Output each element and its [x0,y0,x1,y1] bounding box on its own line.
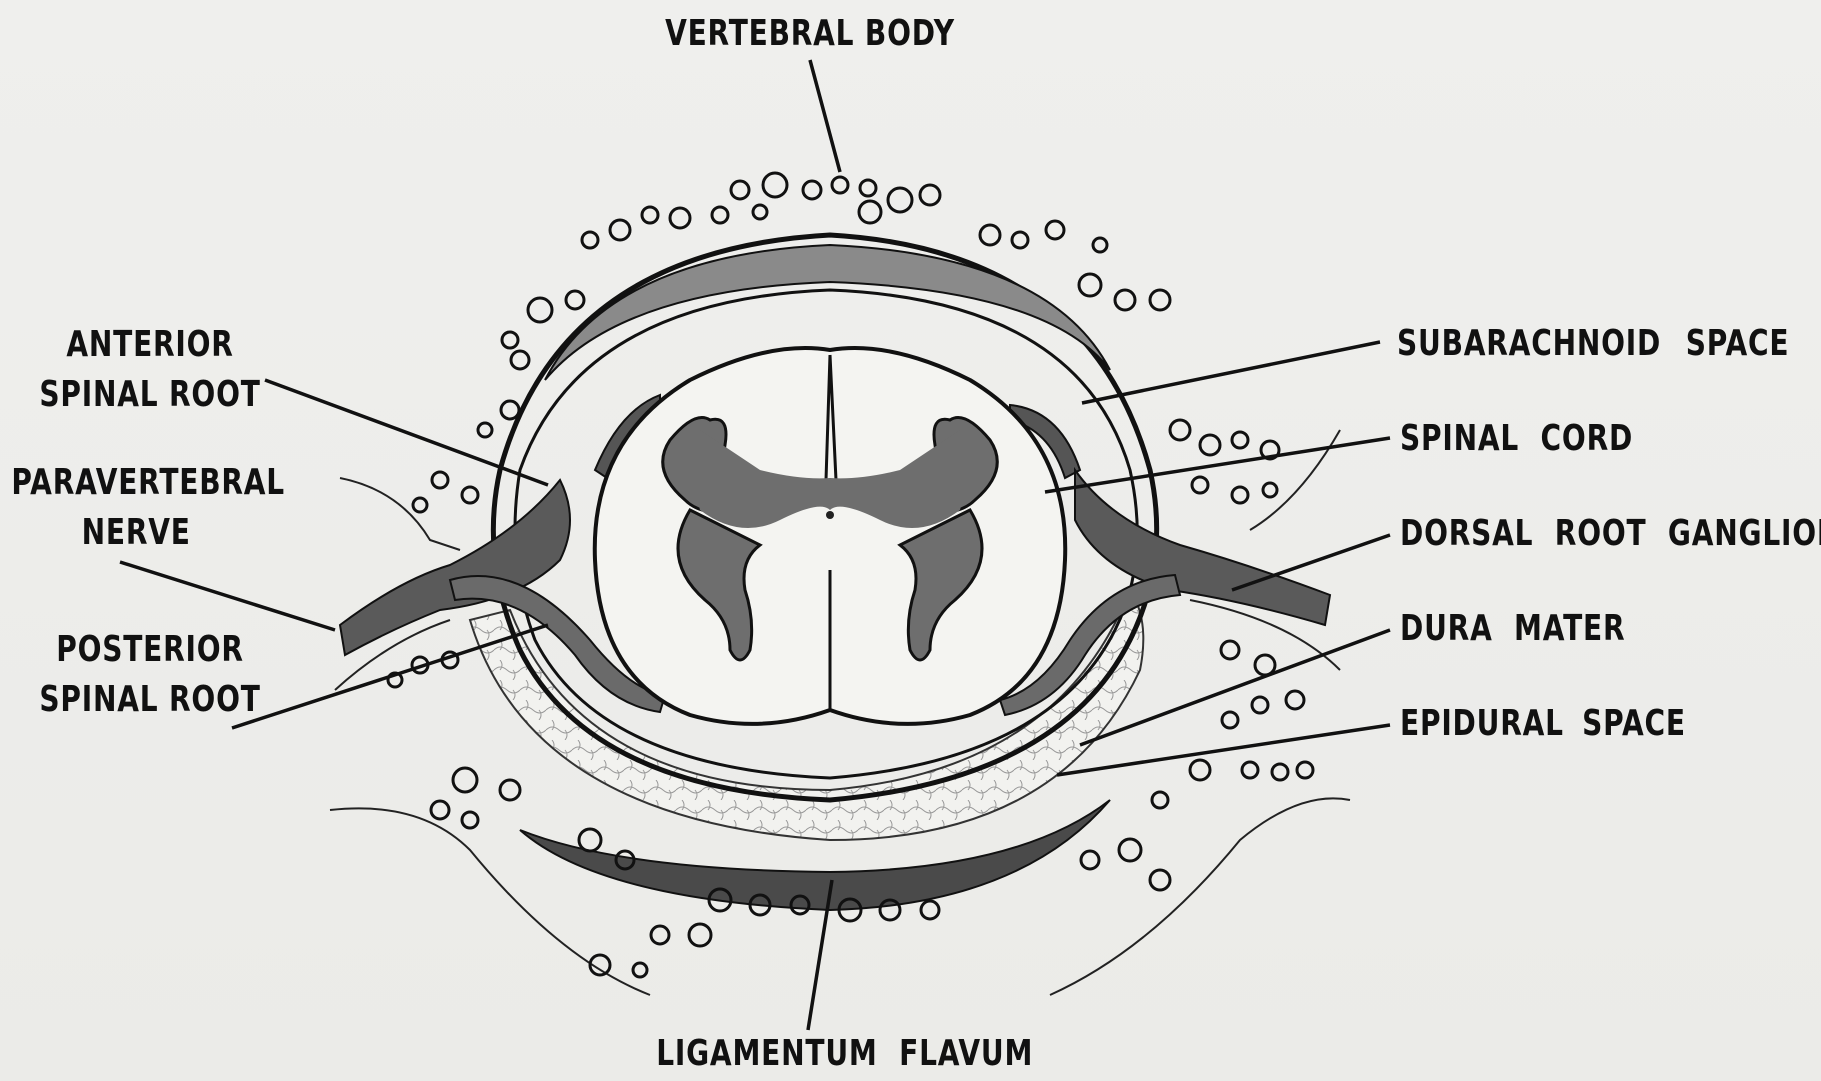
label-subarachnoid-space: SUBARACHNOID SPACE [1397,323,1790,364]
label-spinal-cord: SPINAL CORD [1400,418,1634,459]
left-posterior-root [448,575,667,714]
left-nerve-trunk [338,478,571,657]
label-paravertebral-line1: PARAVERTEBRAL [11,462,285,503]
bone-contour-lower-right-joint [1189,599,1341,671]
bone-contour-lower-left [329,807,651,996]
label-anterior-line2: SPINAL ROOT [39,374,261,415]
label-paravertebral-line2: NERVE [81,512,191,553]
label-dorsal-root-ganglion: DORSAL ROOT GANGLION [1400,513,1821,554]
leader-posterior-spinal-root [231,623,549,730]
right-posterior-root [998,573,1182,717]
leader-subarachnoid-space [1081,340,1381,405]
label-posterior-line2: SPINAL ROOT [39,679,261,720]
vertebral-bone-particles [386,171,1315,979]
label-paravertebral-nerve: PARAVERTEBRAL NERVE [11,458,285,558]
leader-dura-mater [1079,628,1391,747]
leader-epidural-space [1056,723,1391,777]
leader-vertebral-body [808,59,842,173]
leader-anterior-spinal-root [264,378,549,487]
label-epidural-space: EPIDURAL SPACE [1400,703,1686,744]
leader-lines [119,59,1391,1031]
leader-dorsal-root-ganglion [1231,533,1391,592]
bone-contour-lower-right [1049,797,1351,996]
bone-contour-right-transverse [1249,429,1341,531]
label-anterior-spinal-root: ANTERIOR SPINAL ROOT [40,320,261,420]
dura-mater-top-band [544,243,1111,381]
label-anterior-line1: ANTERIOR [66,324,235,365]
label-posterior-line1: POSTERIOR [56,629,245,670]
right-anterior-root [1009,403,1082,480]
dura-mater-outer [490,232,1160,803]
dura-mater-inner [513,288,1139,780]
right-nerve-trunk [1074,466,1332,627]
label-dura-mater: DURA MATER [1400,608,1626,649]
label-ligamentum-flavum: LIGAMENTUM FLAVUM [656,1033,1034,1074]
leader-ligamentum-flavum [806,879,834,1031]
leader-paravertebral-nerve [119,560,336,632]
anterior-median-fissure [824,354,838,481]
label-posterior-spinal-root: POSTERIOR SPINAL ROOT [40,625,261,725]
central-canal [826,511,834,519]
label-vertebral-body: VERTEBRAL BODY [665,13,955,54]
ligamentum-flavum-band [519,799,1111,912]
bone-contour-lower-left-joint [334,619,451,691]
epidural-space-region [468,587,1145,842]
gray-matter-central [695,430,965,528]
bone-contour-left-transverse [339,477,461,551]
leader-spinal-cord [1044,436,1391,494]
